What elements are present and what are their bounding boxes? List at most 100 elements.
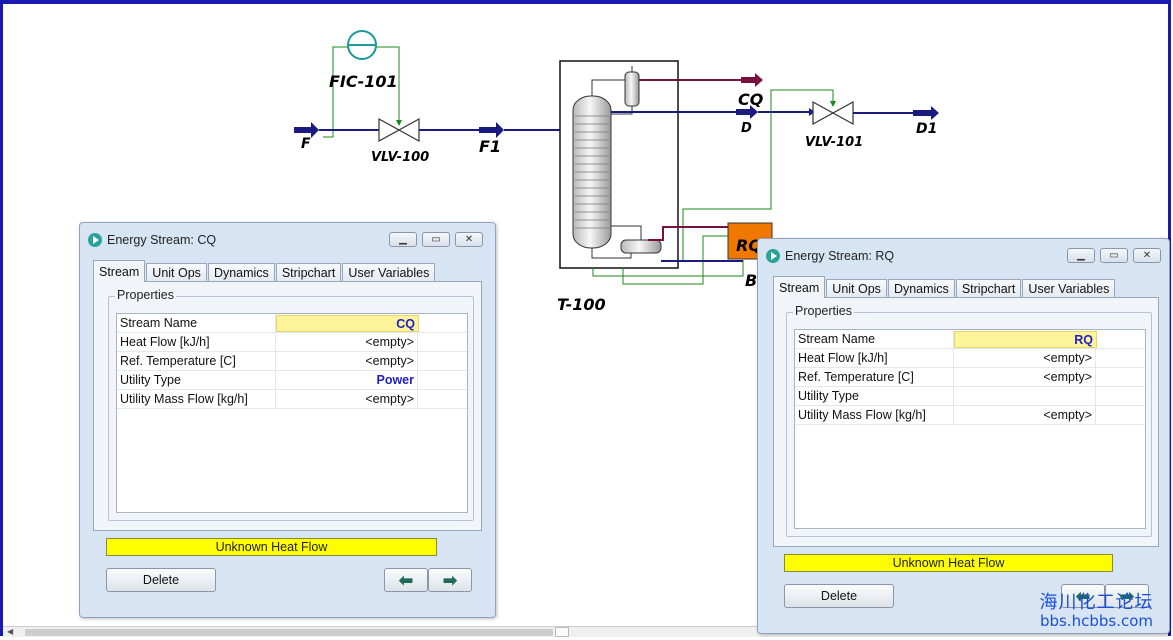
process-flow-diagram: FIC-101 F VLV-100 F1 [294,30,939,314]
energy-stream-rq-dialog[interactable]: Energy Stream: RQ ▁ ▭ ✕ Stream Unit Ops … [757,238,1170,634]
signal-line-pv [323,46,348,138]
label-stream-d1: D1 [916,121,937,137]
arrow-left-icon: ⬅ [398,570,414,590]
ref-temperature-value[interactable]: <empty> [1043,370,1092,384]
stream-name-value[interactable]: RQ [954,331,1097,348]
heat-flow-value[interactable]: <empty> [365,335,414,349]
heat-flow-value[interactable]: <empty> [1043,351,1092,365]
dialog-title-bar[interactable]: Energy Stream: RQ [766,247,894,265]
properties-group: Properties Stream Name RQ Heat Flow [kJ/… [786,304,1152,537]
row-utility-mass-flow[interactable]: Utility Mass Flow [kg/h] <empty> [795,406,1145,425]
signal-line-op [376,46,400,124]
row-heat-flow[interactable]: Heat Flow [kJ/h] <empty> [117,333,467,352]
label-vlv-100: VLV-100 [371,150,429,165]
tab-stripchart[interactable]: Stripchart [955,279,1022,298]
tab-stream[interactable]: Stream [93,260,146,282]
stream-f-arrow [294,127,314,133]
properties-grid: Stream Name RQ Heat Flow [kJ/h] <empty> … [794,329,1146,529]
watermark-chinese: 海川化工论坛 [1039,592,1154,613]
label-stream-d: D [741,121,752,136]
stream-d1-arrow [913,110,933,116]
status-bar: Unknown Heat Flow [106,538,437,556]
utility-mass-flow-value[interactable]: <empty> [1043,408,1092,422]
app-icon [88,233,102,247]
utility-type-value[interactable]: Power [376,373,414,387]
close-button[interactable]: ✕ [1133,248,1161,263]
dialog-title: Energy Stream: RQ [785,249,895,263]
minimize-icon: ▁ [1077,249,1085,261]
minimize-button[interactable]: ▁ [1067,248,1095,263]
dialog-title: Energy Stream: CQ [107,233,217,247]
valve-vlv-101[interactable] [812,100,854,126]
arrow-right-icon: ➡ [442,570,458,590]
prev-button[interactable]: ⬅ [1061,584,1105,608]
scrollbar-thumb[interactable] [25,629,553,636]
label-stream-f1: F1 [479,137,501,156]
close-button[interactable]: ✕ [455,232,483,247]
next-button[interactable]: ➡ [1105,584,1149,608]
row-utility-type[interactable]: Utility Type [795,387,1145,406]
minimize-button[interactable]: ▁ [389,232,417,247]
row-heat-flow[interactable]: Heat Flow [kJ/h] <empty> [795,349,1145,368]
tab-dynamics[interactable]: Dynamics [207,263,275,282]
tab-user-variables[interactable]: User Variables [1022,279,1116,298]
watermark-url: bbs.hcbbs.com [1039,612,1154,630]
row-ref-temperature[interactable]: Ref. Temperature [C] <empty> [117,352,467,371]
app-icon [766,249,780,263]
maximize-icon: ▭ [431,233,441,245]
next-button[interactable]: ➡ [428,568,472,592]
tab-panel: Properties Stream Name RQ Heat Flow [kJ/… [773,297,1159,547]
row-utility-mass-flow[interactable]: Utility Mass Flow [kg/h] <empty> [117,390,467,409]
signal-line-vlv-101 [770,89,834,122]
prev-button[interactable]: ⬅ [384,568,428,592]
ref-temperature-value[interactable]: <empty> [365,354,414,368]
column-t-100[interactable] [559,60,679,269]
maximize-button[interactable]: ▭ [1100,248,1128,263]
label-column-t-100: T-100 [557,295,606,314]
tab-stripchart[interactable]: Stripchart [275,263,342,282]
properties-grid: Stream Name CQ Heat Flow [kJ/h] <empty> … [116,313,468,513]
tab-user-variables[interactable]: User Variables [342,263,436,282]
stream-d-arrow [736,109,752,115]
status-bar: Unknown Heat Flow [784,554,1113,572]
properties-group-label: Properties [793,304,854,318]
close-icon: ✕ [1142,249,1152,261]
delete-button[interactable]: Delete [106,568,216,592]
stream-name-value[interactable]: CQ [276,315,419,332]
properties-group: Properties Stream Name CQ Heat Flow [kJ/… [108,288,474,521]
row-utility-type[interactable]: Utility Type Power [117,371,467,390]
label-stream-b: B [745,271,757,290]
tab-dynamics[interactable]: Dynamics [887,279,955,298]
label-fic-101: FIC-101 [329,72,398,91]
tab-unit-ops[interactable]: Unit Ops [146,263,207,282]
scroll-left-icon[interactable]: ◀ [7,627,14,636]
tab-panel: Properties Stream Name CQ Heat Flow [kJ/… [93,281,482,531]
row-stream-name[interactable]: Stream Name CQ [117,314,467,333]
tab-bar: Stream Unit Ops Dynamics Stripchart User… [773,276,1116,298]
maximize-button[interactable]: ▭ [422,232,450,247]
label-stream-rq: RQ [736,236,762,255]
properties-group-label: Properties [115,288,176,302]
tab-bar: Stream Unit Ops Dynamics Stripchart User… [93,260,436,282]
dialog-title-bar[interactable]: Energy Stream: CQ [88,231,216,249]
minimize-icon: ▁ [399,233,407,245]
stream-cq-arrow [741,77,757,83]
utility-type-value[interactable] [954,388,1095,405]
tab-stream[interactable]: Stream [773,276,826,298]
controller-fic-101[interactable] [347,30,377,60]
stream-f1-arrow [479,127,499,133]
delete-button[interactable]: Delete [784,584,894,608]
arrow-right-icon: ➡ [1119,586,1135,606]
maximize-icon: ▭ [1109,249,1119,261]
row-stream-name[interactable]: Stream Name RQ [795,330,1145,349]
label-stream-f: F [301,136,311,152]
valve-vlv-100[interactable] [378,117,420,143]
label-stream-cq: CQ [738,90,764,109]
watermark: 海川化工论坛 bbs.hcbbs.com [1024,593,1169,630]
tab-unit-ops[interactable]: Unit Ops [826,279,887,298]
utility-mass-flow-value[interactable]: <empty> [365,392,414,406]
row-ref-temperature[interactable]: Ref. Temperature [C] <empty> [795,368,1145,387]
arrow-left-icon: ⬅ [1075,586,1091,606]
label-vlv-101: VLV-101 [805,135,863,150]
energy-stream-cq-dialog[interactable]: Energy Stream: CQ ▁ ▭ ✕ Stream Unit Ops … [79,222,496,618]
